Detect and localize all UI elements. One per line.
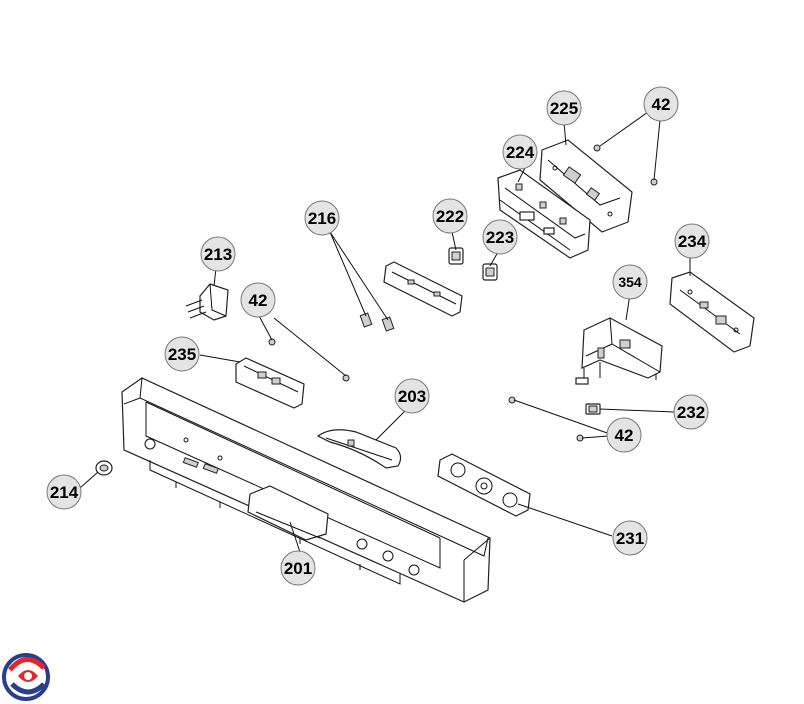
callout-222: 222 [432, 198, 468, 234]
callout-201: 201 [280, 550, 316, 586]
callout-42-right: 42 [606, 417, 642, 453]
part-232-clip [585, 403, 601, 415]
callout-label-42-top: 42 [652, 95, 671, 114]
callout-label-232: 232 [677, 403, 705, 422]
part-224-frame [497, 169, 591, 259]
callout-label-234: 234 [678, 232, 707, 251]
callout-label-224: 224 [506, 143, 535, 162]
callout-231: 231 [612, 520, 648, 556]
part-231-dial-panel [437, 453, 531, 517]
leader-lines [79, 111, 691, 553]
callout-label-223: 223 [486, 228, 514, 247]
callout-label-42-mid: 42 [249, 291, 268, 310]
callout-225: 225 [546, 90, 582, 126]
screw-42-a [593, 144, 658, 186]
screw-42-c [508, 396, 584, 442]
callout-234: 234 [674, 223, 710, 259]
callout-label-235: 235 [168, 345, 196, 364]
callout-223: 223 [482, 219, 518, 255]
callout-42-top: 42 [643, 86, 679, 122]
callout-232: 232 [673, 394, 709, 430]
callout-label-225: 225 [550, 99, 578, 118]
callout-label-231: 231 [616, 529, 644, 548]
part-216-springs [359, 312, 395, 332]
callout-42-mid: 42 [240, 282, 276, 318]
part-button-strip [383, 261, 463, 317]
callout-label-214: 214 [50, 483, 79, 502]
callout-213: 213 [200, 236, 236, 272]
part-203-handle [316, 429, 402, 469]
brand-swirl-icon [2, 653, 50, 701]
part-214-knob [95, 460, 113, 476]
part-354-housing [575, 317, 663, 385]
callout-label-201: 201 [284, 559, 312, 578]
callout-label-203: 203 [398, 387, 426, 406]
callout-label-213: 213 [204, 245, 232, 264]
callout-label-42-right: 42 [615, 426, 634, 445]
callout-224: 224 [502, 134, 538, 170]
part-234-board [669, 271, 755, 353]
callout-label-222: 222 [436, 207, 464, 226]
callout-354: 354 [612, 264, 648, 300]
part-222-button [448, 247, 464, 265]
part-235-bracket [235, 357, 305, 409]
part-201-control-panel [121, 377, 491, 603]
part-213-switch [185, 283, 229, 321]
callout-216: 216 [304, 200, 340, 236]
callout-203: 203 [394, 378, 430, 414]
callout-label-354: 354 [618, 274, 642, 290]
callout-235: 235 [164, 336, 200, 372]
part-225-board [539, 139, 633, 233]
callout-214: 214 [46, 474, 82, 510]
part-223-button [482, 263, 498, 281]
callout-label-216: 216 [308, 209, 336, 228]
